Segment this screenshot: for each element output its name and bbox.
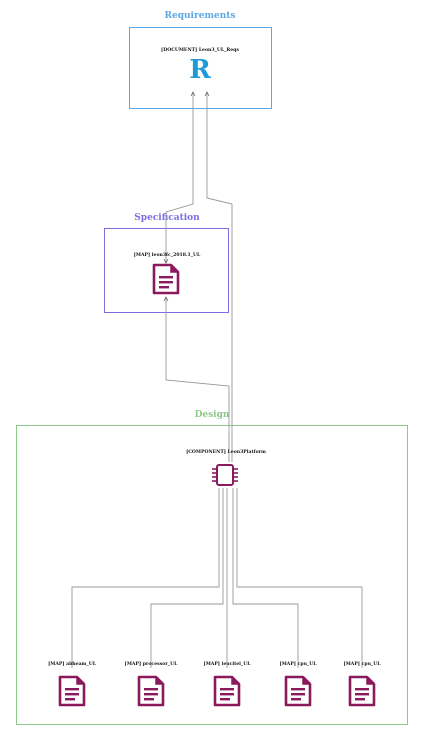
edge-component-to-map-2 xyxy=(150,488,224,668)
arrow-tip-spec-bottom xyxy=(163,296,169,302)
node-label-map-2: [MAP] processor_UL xyxy=(124,662,178,667)
document-icon[interactable] xyxy=(137,675,165,707)
chip-icon[interactable] xyxy=(211,461,239,489)
document-icon[interactable] xyxy=(152,263,180,295)
lane-design xyxy=(16,425,408,725)
lane-title-design: Design xyxy=(194,410,230,420)
document-icon[interactable] xyxy=(58,675,86,707)
edge-req-to-spec xyxy=(165,93,194,262)
lane-specification xyxy=(104,228,229,313)
edge-req-to-component xyxy=(206,93,233,462)
node-label-map-3: [MAP] leucitel_UL xyxy=(203,662,251,667)
edge-spec-to-component xyxy=(165,298,230,462)
arrow-tip-req-right xyxy=(204,91,210,97)
document-icon[interactable] xyxy=(213,675,241,707)
node-label-req-doc: [DOCUMENT] Leon3_UL_Reqs xyxy=(161,48,239,53)
edge-component-to-map-4 xyxy=(232,488,299,668)
lane-requirements xyxy=(129,27,272,109)
edge-component-to-map-1 xyxy=(71,488,220,668)
edge-component-to-map-5 xyxy=(236,488,363,668)
node-label-component: [COMPONENT] Leon3Platform xyxy=(186,450,266,455)
node-label-map-5: [MAP] cpu_UL xyxy=(343,662,381,667)
r-letter-icon[interactable]: R xyxy=(189,55,211,85)
node-label-map-4: [MAP] cpu_UL xyxy=(279,662,317,667)
arrow-tip-spec-top xyxy=(163,258,169,264)
document-icon[interactable] xyxy=(348,675,376,707)
node-label-spec-map: [MAP] leon3fc_2018.1_UL xyxy=(133,253,201,258)
arrow-tip-req-left xyxy=(190,91,196,97)
lane-title-specification: Specification xyxy=(134,213,200,223)
node-label-map-1: [MAP] abheam_UL xyxy=(48,662,96,667)
lane-title-requirements: Requirements xyxy=(164,11,236,21)
document-icon[interactable] xyxy=(284,675,312,707)
